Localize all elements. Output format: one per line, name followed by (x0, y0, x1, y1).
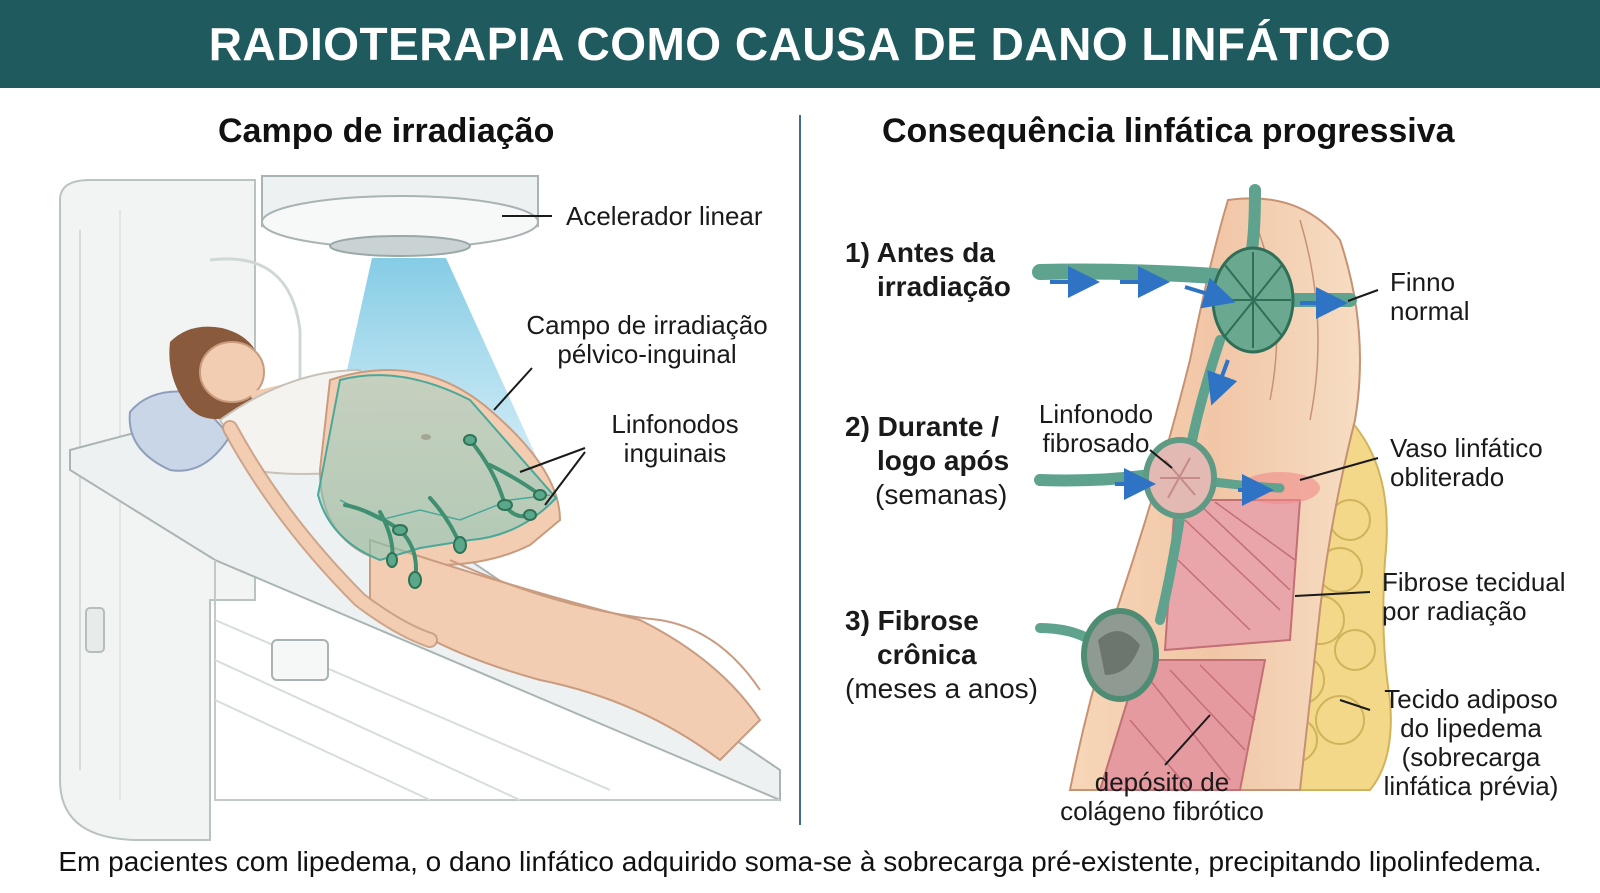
tissue-fibrosis-label-line1: Fibrose tecidual (1382, 567, 1566, 597)
left-leader-lines (493, 215, 586, 506)
lymph-flow-arrows (1050, 266, 1348, 506)
normal-lymph-node (1211, 246, 1295, 354)
page-title: RADIOTERAPIA COMO CAUSA DE DANO LINFÁTIC… (208, 18, 1392, 70)
obliterated-vessel-label-line2: obliterado (1390, 462, 1505, 492)
adipose-tissue-label: Tecido adiposo do lipedema (sobrecarga l… (1376, 685, 1566, 801)
obliterated-vessel-label-line1: Vaso linfático (1390, 433, 1543, 463)
footer-caption: Em pacientes com lipedema, o dano linfát… (58, 846, 1542, 877)
obliterated-vessel-label: Vaso linfático obliterado (1390, 434, 1543, 492)
adipose-tissue-label-line4: linfática prévia) (1383, 771, 1559, 801)
field-label: Campo de irradiação pélvico-inguinal (522, 311, 772, 369)
right-leader-lines (1149, 289, 1379, 766)
inguinal-nodes-label: Linfonodos inguinais (605, 410, 745, 468)
step-1-line1: 1) Antes da (845, 237, 995, 268)
fibrosed-node-label-line2: fibrosado (1042, 428, 1150, 458)
radiation-fibrosis-zone (1098, 499, 1302, 791)
inguinal-lymph-nodes (343, 434, 547, 589)
collagen-deposit-label-line1: depósito de (1094, 767, 1230, 797)
left-panel-heading: Campo de irradiação (218, 112, 555, 150)
step-3-line2: crônica (877, 639, 977, 670)
fibrosed-node-label-line1: Linfonodo (1038, 399, 1154, 429)
adipose-tissue-label-line1: Tecido adiposo (1384, 684, 1558, 714)
inguinal-nodes-label-line1: Linfonodos (611, 409, 739, 439)
normal-node-label-line2: normal (1390, 296, 1470, 326)
right-panel-heading: Consequência linfática progressiva (882, 112, 1455, 150)
step-3-line3: (meses a anos) (845, 673, 1038, 704)
step-2-label: 2) Durante / logo após (semanas) (845, 410, 1009, 512)
step-3-line1: 3) Fibrose (845, 605, 979, 636)
tissue-fibrosis-label: Fibrose tecidual por radiação (1382, 568, 1566, 626)
panel-divider (799, 115, 801, 825)
adipose-tissue-label-line2: do lipedema (1400, 713, 1542, 743)
step-3-label: 3) Fibrose crônica (meses a anos) (845, 604, 1038, 706)
chronic-fibrotic-node (1081, 608, 1159, 702)
collagen-deposit-label: depósito de colágeno fibrótico (1042, 768, 1282, 826)
step-2-line1: 2) Durante / (845, 411, 1000, 442)
field-label-line1: Campo de irradiação (526, 310, 768, 340)
inguinal-nodes-label-line2: inguinais (623, 438, 727, 468)
step-2-line3: (semanas) (875, 479, 1008, 510)
step-1-label: 1) Antes da irradiação (845, 236, 1011, 304)
normal-node-label: Finno normal (1390, 268, 1469, 326)
accelerator-label: Acelerador linear (566, 201, 763, 231)
fibrosed-node-label: Linfonodo fibrosado (1026, 400, 1166, 458)
tissue-fibrosis-label-line2: por radiação (1382, 596, 1527, 626)
normal-node-label-line1: Finno (1390, 267, 1456, 297)
step-1-line2: irradiação (877, 271, 1011, 302)
title-banner: RADIOTERAPIA COMO CAUSA DE DANO LINFÁTIC… (0, 0, 1600, 88)
linear-accelerator-head (261, 175, 539, 257)
step-2-line2: logo após (877, 445, 1010, 476)
collagen-deposit-label-line2: colágeno fibrótico (1060, 796, 1264, 826)
field-label-line2: pélvico-inguinal (557, 339, 737, 369)
adipose-tissue-label-line3: (sobrecarga (1401, 742, 1541, 772)
